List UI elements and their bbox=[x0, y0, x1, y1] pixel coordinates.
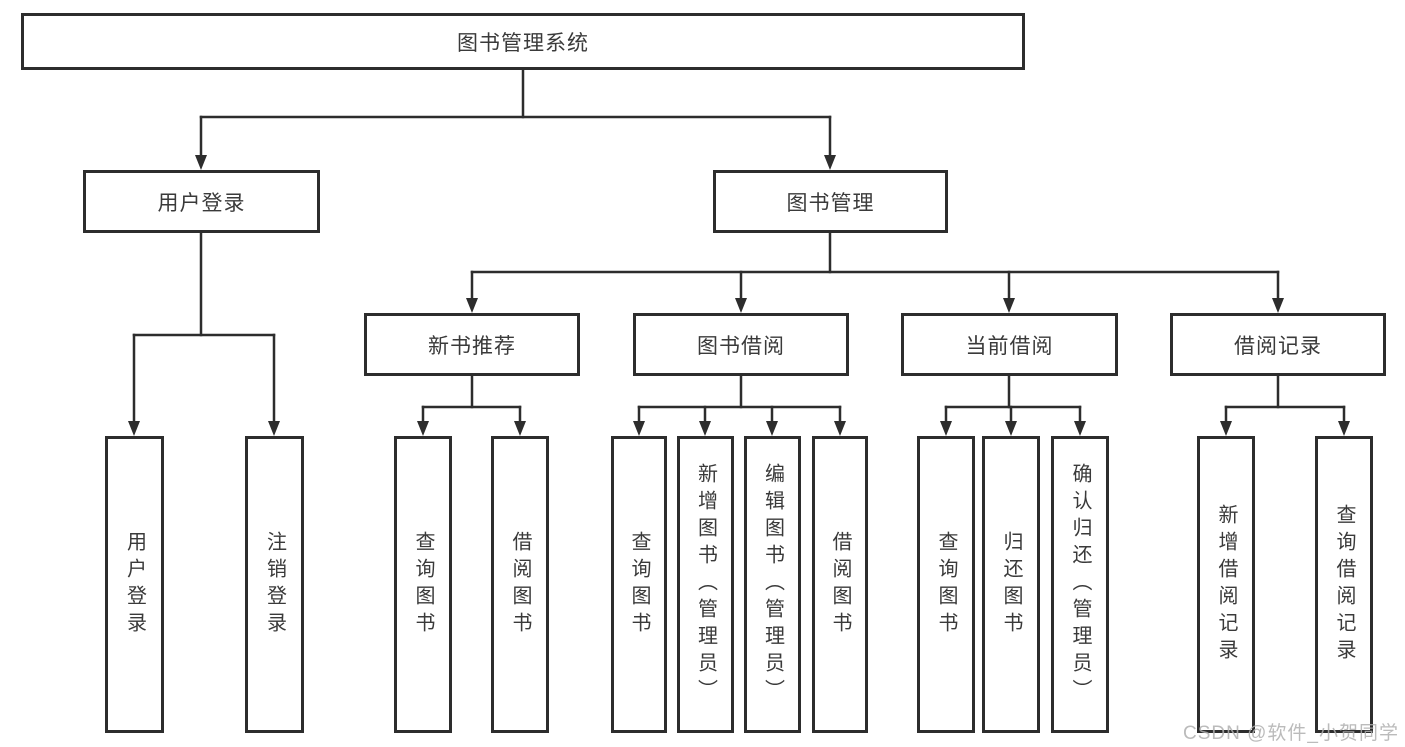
node-current-borrow-label: 当前借阅 bbox=[965, 334, 1054, 358]
leaf-borrow-edit-books-admin: 编辑图书（管理员） bbox=[744, 436, 801, 733]
leaf-records-add-record: 新增借阅记录 bbox=[1197, 436, 1255, 733]
connector-current-borrow bbox=[940, 374, 1086, 436]
node-new-book-recommend: 新书推荐 bbox=[364, 313, 580, 376]
connector-root bbox=[195, 68, 836, 170]
leaf-current-confirm-return-admin: 确认归还（管理员） bbox=[1051, 436, 1109, 733]
arrowhead bbox=[1003, 298, 1015, 313]
leaf-newbook-borrow-books: 借阅图书 bbox=[491, 436, 549, 733]
leaf-newbook-borrow-books-label: 借阅图书 bbox=[509, 530, 531, 639]
arrowhead bbox=[699, 421, 711, 436]
node-new-book-recommend-label: 新书推荐 bbox=[428, 334, 516, 358]
node-book-borrow: 图书借阅 bbox=[633, 313, 849, 376]
arrowhead bbox=[633, 421, 645, 436]
node-book-borrow-label: 图书借阅 bbox=[697, 334, 785, 358]
arrowhead bbox=[1338, 421, 1350, 436]
node-root-label: 图书管理系统 bbox=[457, 31, 589, 55]
connector-borrow-records bbox=[1220, 374, 1350, 436]
leaf-borrow-borrow-books: 借阅图书 bbox=[812, 436, 868, 733]
arrowhead bbox=[940, 421, 952, 436]
node-book-management: 图书管理 bbox=[713, 170, 948, 233]
leaf-borrow-query-books: 查询图书 bbox=[611, 436, 667, 733]
leaf-user-login-label: 用户登录 bbox=[123, 530, 146, 639]
leaf-newbook-query-books: 查询图书 bbox=[394, 436, 452, 733]
arrowhead bbox=[268, 421, 280, 436]
leaf-current-confirm-return-admin-label: 确认归还（管理员） bbox=[1069, 463, 1091, 706]
leaf-current-return-books-label: 归还图书 bbox=[1000, 530, 1022, 639]
leaf-user-login: 用户登录 bbox=[105, 436, 164, 733]
leaf-newbook-query-books-label: 查询图书 bbox=[412, 530, 434, 639]
leaf-logout: 注销登录 bbox=[245, 436, 304, 733]
node-current-borrow: 当前借阅 bbox=[901, 313, 1118, 376]
leaf-borrow-add-books-admin: 新增图书（管理员） bbox=[677, 436, 734, 733]
node-borrow-records-label: 借阅记录 bbox=[1234, 334, 1322, 358]
arrowhead bbox=[735, 298, 747, 313]
node-borrow-records: 借阅记录 bbox=[1170, 313, 1386, 376]
node-user-login: 用户登录 bbox=[83, 170, 320, 233]
leaf-borrow-edit-books-admin-label: 编辑图书（管理员） bbox=[761, 463, 784, 706]
arrowhead bbox=[417, 421, 429, 436]
arrowhead bbox=[1005, 421, 1017, 436]
arrowhead bbox=[766, 421, 778, 436]
node-book-management-label: 图书管理 bbox=[786, 191, 875, 215]
node-user-login-label: 用户登录 bbox=[157, 191, 246, 215]
leaf-current-query-books-label: 查询图书 bbox=[935, 530, 957, 639]
connector-book-management bbox=[466, 231, 1284, 313]
arrowhead bbox=[514, 421, 526, 436]
arrowhead bbox=[824, 155, 836, 170]
watermark: CSDN @软件_小贺同学 bbox=[1183, 723, 1399, 744]
arrowhead bbox=[1272, 298, 1284, 313]
arrowhead bbox=[128, 421, 140, 436]
arrowhead bbox=[1220, 421, 1232, 436]
leaf-records-query-record: 查询借阅记录 bbox=[1315, 436, 1373, 733]
node-root: 图书管理系统 bbox=[21, 13, 1025, 70]
leaf-borrow-add-books-admin-label: 新增图书（管理员） bbox=[694, 463, 717, 706]
arrowhead bbox=[195, 155, 207, 170]
connector-new-book bbox=[417, 374, 526, 436]
leaf-current-return-books: 归还图书 bbox=[982, 436, 1040, 733]
arrowhead bbox=[834, 421, 846, 436]
leaf-borrow-query-books-label: 查询图书 bbox=[628, 530, 650, 639]
connector-user-login bbox=[128, 231, 280, 436]
leaf-borrow-borrow-books-label: 借阅图书 bbox=[829, 530, 851, 639]
leaf-current-query-books: 查询图书 bbox=[917, 436, 975, 733]
leaf-records-query-record-label: 查询借阅记录 bbox=[1333, 503, 1355, 666]
arrowhead bbox=[466, 298, 478, 313]
leaf-records-add-record-label: 新增借阅记录 bbox=[1215, 503, 1237, 666]
leaf-logout-label: 注销登录 bbox=[263, 530, 286, 639]
arrowhead bbox=[1074, 421, 1086, 436]
connector-book-borrow bbox=[633, 374, 846, 436]
